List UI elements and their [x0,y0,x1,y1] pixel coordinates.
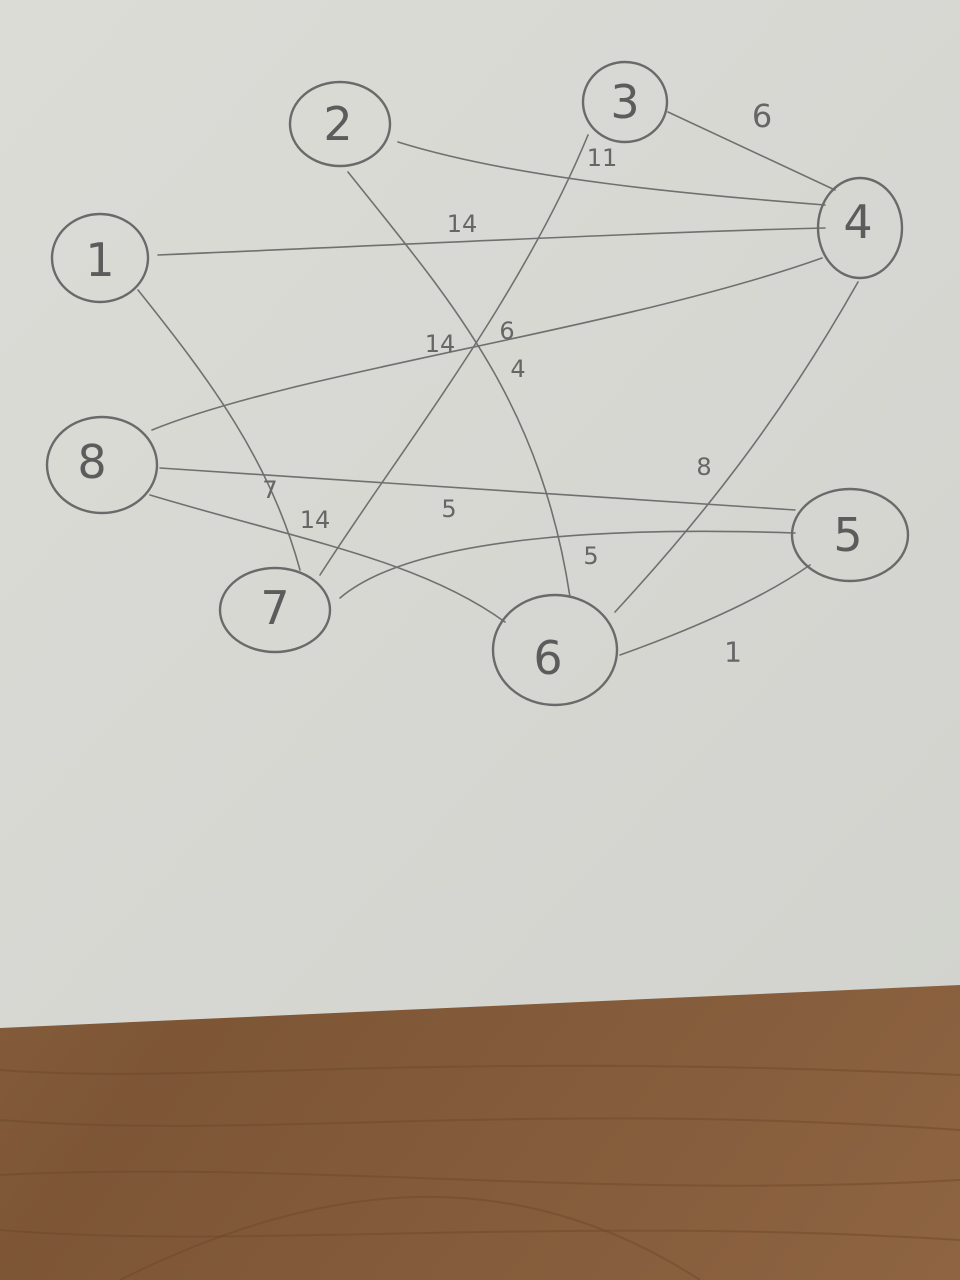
edge-6-5 [619,564,811,656]
weight-4-6: 8 [696,453,711,481]
nodes [45,60,910,707]
node-8-label: 8 [77,435,106,489]
weight-3-7: 6 [499,317,514,345]
weight-6-5: 1 [724,636,742,669]
node-5-circle [790,487,910,583]
edge-3-4 [667,111,836,191]
node-6-circle [491,593,619,707]
node-6-label: 6 [533,631,562,685]
edge-3-7 [319,134,589,576]
edge-1-4 [157,227,826,256]
node-1-label: 1 [85,233,114,287]
node-7-label: 7 [260,581,289,635]
edge-2-4 [397,141,826,206]
wood-grain [0,1064,960,1280]
node-3-circle [581,60,669,144]
weight-3-4: 6 [752,97,772,135]
node-7-circle [218,566,332,654]
edge-7-5 [339,530,796,599]
weight-2-6: 4 [510,355,525,383]
weight-8-6: 14 [300,506,331,534]
edge-8-6 [149,494,506,623]
edge-weights: 6 11 14 14 6 4 8 7 5 14 5 1 [262,97,772,669]
node-4-label: 4 [843,195,872,249]
weight-2-4: 11 [587,144,618,172]
weight-7-5: 5 [583,542,598,570]
edge-8-5 [159,467,796,511]
node-2-circle [288,80,392,168]
edge-1-7 [137,289,301,571]
edge-2-6 [347,171,571,598]
weight-1-4: 14 [447,210,478,238]
node-3-label: 3 [610,75,639,129]
node-4-circle [816,176,904,280]
node-8-circle [45,415,159,515]
node-1-circle [50,212,150,304]
edges [137,111,859,656]
node-5-label: 5 [833,508,862,562]
node-2-label: 2 [323,97,352,151]
edge-4-6 [614,281,859,613]
paper-sheet [0,0,960,1028]
weight-8-4: 14 [425,330,456,358]
node-labels: 1 2 3 4 5 6 7 8 [77,75,872,685]
weight-8-5: 5 [441,495,456,523]
weight-1-7: 7 [262,476,277,504]
